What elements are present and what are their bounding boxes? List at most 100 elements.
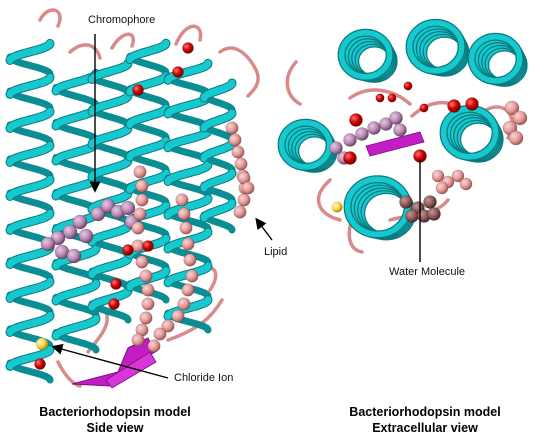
side-lipid-atom-0-0	[225, 121, 239, 135]
ext-chromophore-atom-5	[329, 141, 343, 155]
side-chromophore-atom-9	[78, 228, 94, 244]
ext-water-3	[447, 99, 461, 113]
ext-lipid-right-3	[508, 130, 524, 146]
side-lipid-atom-2-3	[181, 237, 195, 251]
ext-lipid-center-0	[431, 169, 445, 183]
ext-caption-line1: Bacteriorhodopsin model	[349, 405, 501, 419]
side-lipid-atom-1-4	[131, 221, 145, 235]
ext-beta-sheet	[365, 131, 425, 157]
side-water-2	[132, 84, 144, 96]
side-water-1	[172, 66, 184, 78]
extracellular-view-model	[277, 18, 528, 254]
side-lipid-atom-0-6	[237, 193, 251, 207]
chloride-ion-arrow	[51, 343, 169, 379]
side-chromophore-atom-5	[62, 224, 78, 240]
ext-helix-top-center	[405, 18, 470, 77]
side-lipid-atom-3-0	[139, 269, 153, 283]
side-view-caption: Bacteriorhodopsin model Side view	[0, 404, 230, 436]
side-lipid-atom-2-10	[153, 327, 167, 341]
side-lipid-atom-0-1	[228, 133, 242, 147]
extracellular-view-caption: Bacteriorhodopsin model Extracellular vi…	[310, 404, 540, 436]
ext-chromophore-atom-2	[367, 121, 381, 135]
ext-helix-mid-left	[277, 118, 338, 173]
side-lipid-atom-0-7	[233, 205, 247, 219]
side-chromophore-atom-3	[120, 200, 136, 216]
side-loop-2	[110, 32, 136, 50]
ext-lipid-center-3	[459, 177, 473, 191]
side-loop-3	[174, 24, 203, 46]
side-chromophore-atom-8	[40, 236, 56, 252]
ext-dark-atom-3	[405, 209, 419, 223]
water-molecule-label: Water Molecule	[389, 266, 466, 278]
side-lipid-atom-2-9	[161, 319, 175, 333]
chloride-ion	[36, 338, 48, 350]
side-lipid-atom-0-2	[231, 145, 245, 159]
side-lipid-atom-2-6	[181, 283, 195, 297]
side-water-6	[108, 298, 120, 310]
ext-chromophore	[329, 111, 407, 165]
side-lipids	[131, 121, 255, 353]
side-loop-1	[68, 43, 102, 60]
ext-water-1	[343, 151, 357, 165]
ext-water-8	[419, 103, 429, 113]
side-lipid-atom-2-7	[177, 297, 191, 311]
ext-water-5	[403, 81, 413, 91]
side-loop-0	[38, 8, 62, 28]
side-lipid-atom-4-1	[241, 181, 255, 195]
side-lipid-atom-3-1	[141, 283, 155, 297]
ext-water-7	[387, 93, 397, 103]
side-water-0	[182, 42, 194, 54]
ext-loop-1	[348, 88, 412, 106]
ext-dark-atom-5	[427, 207, 441, 221]
side-lipid-atom-2-2	[179, 221, 193, 235]
side-chromophore-atom-0	[90, 206, 106, 222]
side-lipid-atom-2-1	[177, 207, 191, 221]
side-chromophore-atom-4	[72, 214, 88, 230]
side-view-model	[5, 8, 260, 389]
lipid-label: Lipid	[264, 246, 288, 258]
side-lipid-atom-1-0	[133, 165, 147, 179]
side-helix-f	[199, 78, 237, 234]
ext-lipid-center-2	[451, 169, 465, 183]
ext-helix-top-left	[337, 28, 398, 83]
side-lipid-atom-3-2	[141, 297, 155, 311]
ext-water-molecules	[343, 81, 479, 165]
ext-loop-4	[316, 178, 342, 222]
side-chromophore-atom-10	[66, 248, 82, 264]
side-loop-7	[56, 360, 82, 388]
side-lipid-atom-2-11	[147, 339, 161, 353]
ext-chloride-ion	[331, 201, 343, 213]
side-caption-line2: Side view	[86, 421, 144, 435]
side-chromophore	[40, 198, 140, 264]
side-helices	[5, 38, 237, 384]
side-lipid-atom-2-0	[175, 193, 189, 207]
side-water-molecules	[34, 42, 194, 370]
side-helix-a	[5, 38, 55, 384]
side-loop-4	[218, 46, 260, 98]
chloride-ion-label: Chloride Ion	[174, 372, 234, 384]
ext-lipid-right-0	[504, 100, 520, 116]
side-water-4	[122, 244, 134, 256]
chromophore-label: Chromophore	[88, 14, 156, 26]
ext-chromophore-atom-1	[355, 127, 369, 141]
ext-caption-line2: Extracellular view	[372, 421, 478, 435]
side-lipid-atom-1-1	[135, 179, 149, 193]
ext-water-6	[375, 93, 385, 103]
ext-chromophore-atom-7	[393, 123, 407, 137]
side-lipid-atom-1-3	[133, 207, 147, 221]
ext-helix-top-right	[467, 32, 528, 87]
ext-lipid-center-4	[435, 181, 449, 195]
side-lipid-atom-2-5	[185, 269, 199, 283]
side-lipid-atom-1-6	[135, 255, 149, 269]
ext-helix-bottom	[343, 175, 416, 241]
callout-arrows	[51, 34, 421, 379]
side-lipid-atom-0-3	[234, 157, 248, 171]
ext-helix-mid-right	[439, 104, 504, 163]
ext-chromophore-atom-3	[379, 117, 393, 131]
ext-dark-atom-2	[423, 195, 437, 209]
beta-sheet-arrow	[105, 351, 157, 389]
ext-lipid-right-1	[512, 110, 528, 126]
side-caption-line1: Bacteriorhodopsin model	[39, 405, 191, 419]
ext-chromophore-atom-0	[343, 133, 357, 147]
